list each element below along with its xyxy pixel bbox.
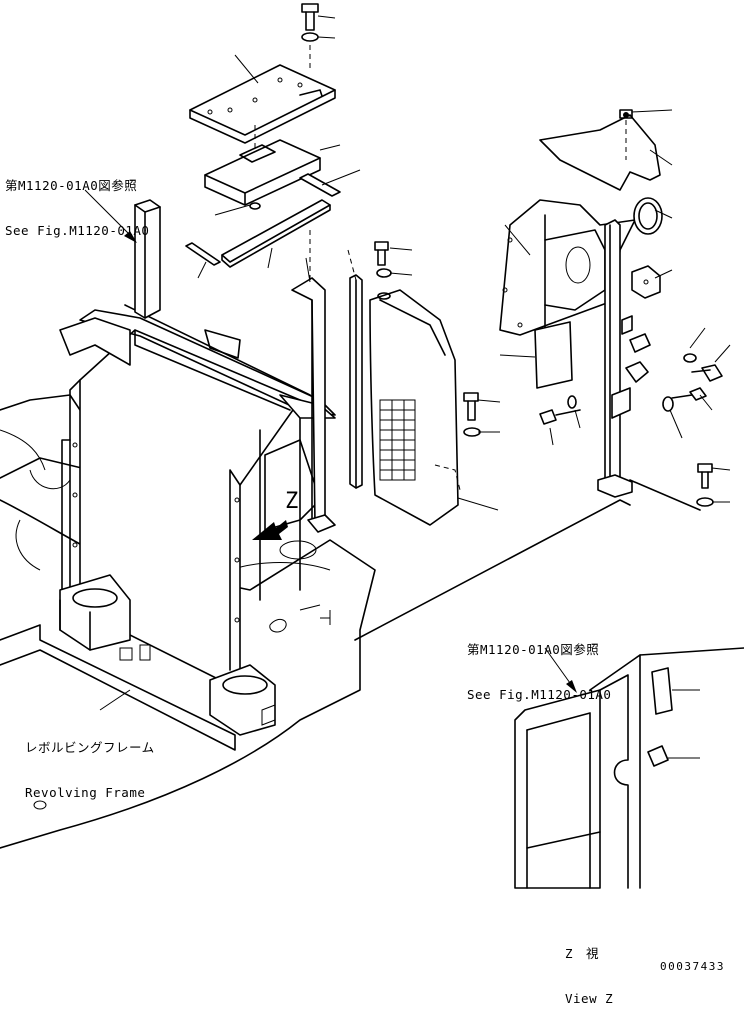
side-panel-right [499, 199, 636, 336]
reference-label-top-en: See Fig.M1120-01A0 [5, 223, 150, 238]
door-grille [379, 399, 416, 481]
vertical-post-right [597, 219, 651, 498]
vertical-post-middle [291, 230, 336, 533]
document-number: 00037433 [660, 960, 725, 973]
leader-lines [84, 15, 731, 711]
bolt-right-bottom [629, 463, 714, 511]
left-post [134, 199, 161, 319]
bolt-door-lower [463, 392, 481, 437]
revolving-frame-label-en: Revolving Frame [25, 785, 146, 800]
right-mount [209, 664, 276, 736]
revolving-frame-label-jp: レボルビングフレーム [25, 740, 155, 755]
frame-opening [264, 439, 321, 560]
z-marker: Z [285, 489, 299, 514]
view-z-label: Z 視 View Z [565, 916, 613, 1021]
ring-seal [633, 197, 663, 235]
bolt-washer-right [539, 353, 723, 425]
reference-label-right-jp: 第M1120-01A0図参照 [467, 642, 600, 657]
reference-label-right-en: See Fig.M1120-01A0 [467, 687, 612, 702]
rubber-block [204, 139, 321, 210]
reference-label-top: 第M1120-01A0図参照 See Fig.M1120-01A0 [5, 148, 149, 253]
revolving-frame-base [0, 394, 631, 849]
view-z-label-jp: Z 視 [565, 946, 600, 961]
bolt-door [374, 241, 392, 300]
left-mount [59, 574, 131, 651]
top-plate [189, 64, 336, 160]
reference-label-top-jp: 第M1120-01A0図参照 [5, 178, 138, 193]
top-frame-bars [59, 304, 336, 419]
view-z-detail [514, 647, 744, 889]
reference-label-right: 第M1120-01A0図参照 See Fig.M1120-01A0 [467, 612, 611, 717]
side-door [369, 289, 461, 526]
clip-bracket [631, 265, 661, 299]
rail-bar [221, 199, 331, 268]
parts-diagram [0, 3, 744, 889]
seal-strip [347, 249, 363, 489]
view-z-label-en: View Z [565, 991, 614, 1006]
view-direction-arrow [252, 520, 288, 540]
top-cover-right [539, 109, 661, 191]
leader-arrowhead-top [124, 231, 137, 243]
radiator-guard [61, 329, 301, 691]
small-bar [185, 173, 341, 266]
leader-arrowhead-right [566, 680, 577, 693]
bolt-top [301, 3, 319, 72]
revolving-frame-label: レボルビングフレーム Revolving Frame [25, 710, 155, 815]
plate-label [534, 321, 573, 389]
